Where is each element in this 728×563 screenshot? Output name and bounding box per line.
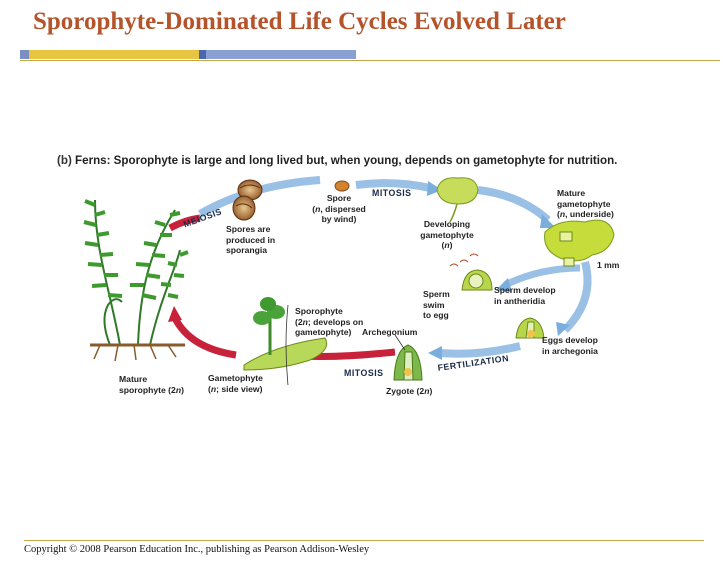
mature-gam-label-line3: (n, underside) (557, 209, 614, 219)
copyright-notice: Copyright © 2008 Pearson Education Inc.,… (24, 544, 370, 555)
mature-sporophyte-label: Mature sporophyte (2n) (119, 374, 184, 395)
sperm-swim-line2: swim (423, 299, 445, 310)
gametophyte-side-line2: (n; side view) (208, 383, 263, 394)
mature-sporophyte-line2: sporophyte (2n) (119, 384, 184, 395)
mitosis-top-label: MITOSIS (372, 188, 412, 198)
arrow-to-antheridia (503, 264, 581, 289)
mature-gametophyte-illustration (544, 219, 615, 267)
archegonium-label: Archegonium (362, 327, 418, 337)
mature-gam-label-line3-rest: , underside) (565, 209, 614, 219)
arrow-fertilization (439, 342, 521, 358)
sperm-swim-line3: to egg (423, 310, 449, 320)
developing-gametophyte-label: Developing gametophyte (n) (417, 219, 477, 251)
sporangia-label-line3: sporangia (226, 245, 268, 255)
arrow-spore-to-developing (355, 179, 431, 192)
gametophyte-side-ploidy: n (210, 383, 217, 394)
arrowhead-archegonia (556, 322, 570, 336)
scale-bar-label: 1 mm (597, 260, 620, 270)
zygote-illustration (393, 334, 423, 381)
sperm-develop-line2: in antheridia (494, 295, 546, 306)
sporangia-label-line2: produced in (226, 234, 276, 245)
zygote-label: Zygote (2n) (386, 386, 433, 396)
arrow-developing-to-mature (477, 186, 551, 224)
gametophyte-side-line1: Gametophyte (208, 373, 263, 383)
mature-gametophyte-label: Mature gametophyte (n, underside) (557, 188, 614, 220)
title-bar-segment-1 (20, 50, 29, 59)
spore-label: Spore (n, dispersed by wind) (310, 193, 368, 225)
gametophyte-side-line2-rest: ; side view) (216, 383, 263, 394)
young-sporophyte-ploidy: n (302, 316, 308, 327)
young-sporophyte-illustration (243, 297, 328, 371)
developing-label-line2: gametophyte (420, 229, 474, 240)
caption-tag: (b) (57, 154, 72, 167)
developing-ploidy: n (444, 240, 450, 250)
spore-label-line1: Spore (326, 193, 352, 203)
sporangia-label-line1: Spores are (226, 224, 271, 234)
caption-text: Ferns: Sporophyte is large and long live… (71, 154, 618, 167)
footer-rule (24, 540, 704, 541)
eggs-develop-line1: Eggs develop (542, 335, 598, 345)
sperm-develop-label: Sperm develop in antheridia (494, 285, 556, 306)
sperm-swim-line1: Sperm (423, 289, 450, 299)
sporangia-label: Spores are produced in sporangia (226, 224, 275, 256)
title-bar-segment-3 (199, 50, 206, 59)
mature-gam-ploidy: n (559, 209, 566, 219)
eggs-develop-label: Eggs develop in archegonia (542, 335, 598, 356)
zygote-ploidy: n (424, 386, 430, 396)
spore-label-line2-rest: , dispersed (320, 203, 366, 214)
spore-label-line2: (n, dispersed (312, 203, 366, 214)
arrowhead-developing (427, 181, 442, 196)
arrowhead-antheridia (496, 278, 512, 292)
arrowhead-fertilization (428, 346, 442, 360)
spore-ploidy: n (315, 203, 321, 214)
sporangia-illustration (232, 179, 263, 221)
arrowhead-mature (540, 214, 556, 228)
title-bar-segment-2 (29, 50, 199, 59)
developing-label-line1: Developing (423, 219, 471, 229)
arrowhead-mature-sporophyte (168, 306, 182, 322)
antheridium-illustration (449, 253, 493, 291)
meiosis-red-band (168, 214, 201, 232)
figure-caption: (b) Ferns: Sporophyte is large and long … (57, 154, 617, 167)
archegonium-illustration (515, 317, 545, 339)
mitosis-bottom-label: MITOSIS (344, 368, 384, 378)
mature-sporophyte-ploidy: n (175, 384, 182, 395)
developing-gametophyte-illustration (436, 177, 479, 223)
sperm-develop-line1: Sperm develop (494, 285, 556, 295)
mature-gam-label-line2: gametophyte (557, 198, 611, 209)
young-sporophyte-line3: gametophyte) (295, 327, 352, 337)
spore-label-line3: by wind) (321, 214, 357, 224)
spore-illustration (334, 180, 350, 192)
young-sporophyte-line2-rest: ; develops on (307, 316, 364, 327)
mature-sporophyte-illustration (83, 199, 189, 362)
arrow-to-mature-sporophyte (171, 316, 237, 359)
slide-title: Sporophyte-Dominated Life Cycles Evolved… (33, 8, 566, 35)
title-underline (20, 60, 720, 61)
developing-label-line3: (n) (441, 240, 453, 250)
sperm-swim-label: Sperm swim to egg (423, 289, 450, 321)
zygote-label-pre: Zygote (2 (386, 386, 425, 396)
eggs-develop-line2: in archegonia (542, 345, 598, 356)
title-bar-segment-4 (206, 50, 356, 59)
gametophyte-side-label: Gametophyte (n; side view) (208, 373, 263, 394)
mature-sporophyte-line1: Mature (119, 374, 148, 384)
mature-sporophyte-line2-pre: sporophyte (2 (119, 384, 176, 395)
young-sporophyte-label: Sporophyte (2n; develops on gametophyte) (295, 306, 363, 338)
young-sporophyte-line1: Sporophyte (295, 306, 343, 316)
arrow-mature-down (562, 260, 592, 333)
mature-gam-label-line1: Mature (557, 188, 586, 198)
young-sporophyte-line2-pre: (2 (295, 316, 303, 327)
young-sporophyte-line2: (2n; develops on (295, 317, 363, 328)
young-sporophyte-bracket (285, 304, 289, 386)
